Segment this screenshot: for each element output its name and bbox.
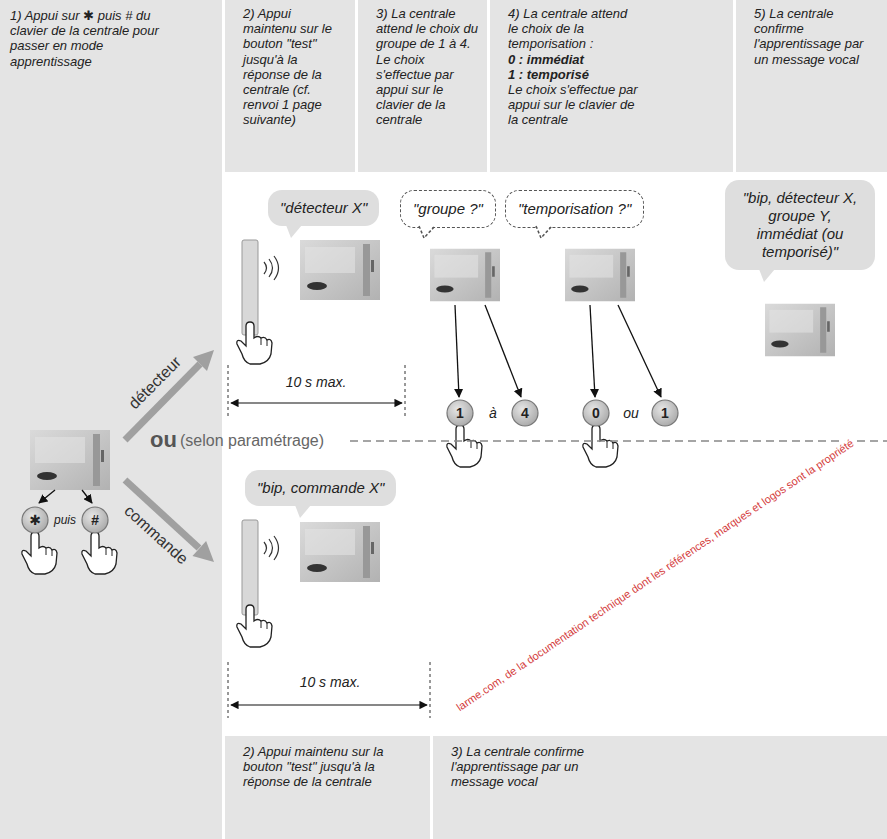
remote-device <box>242 520 258 615</box>
pointer-arrow <box>455 305 459 397</box>
bubble-tail <box>295 506 315 519</box>
step-text: 2) Appui maintenu sur le bouton "test" j… <box>243 6 347 128</box>
keypad-key: 1 <box>651 399 679 427</box>
key-circle-shape <box>82 507 108 533</box>
speech-bubble: "bip, commande X" <box>245 470 396 506</box>
step-text: Le choix s'effectue par appui sur le cla… <box>508 82 640 128</box>
keypad-key: # <box>81 506 109 534</box>
hand <box>237 322 272 364</box>
step-text: 0 : immédiat <box>508 52 640 67</box>
separator-line <box>350 440 887 442</box>
connector-word: ou <box>623 405 639 421</box>
step-footer: 3) La centrale confirme l'apprentissage … <box>433 736 887 839</box>
step-header: 2) Appui maintenu sur le bouton "test" j… <box>225 0 355 172</box>
bubble-tail <box>286 226 306 239</box>
dimension-line <box>231 402 402 403</box>
dimension-tick <box>405 365 406 418</box>
branch-arrowhead <box>193 541 215 562</box>
key-circle-shape <box>447 400 473 426</box>
control-unit <box>30 430 110 490</box>
keypad-key: 4 <box>511 399 539 427</box>
bubble-tail-fill <box>419 224 435 238</box>
bubble-tail <box>419 226 439 239</box>
key-label: 1 <box>661 405 669 421</box>
key-circle-shape <box>652 400 678 426</box>
connector-word: puis <box>54 513 76 527</box>
bubble-tail-fill <box>286 225 302 238</box>
voice-message: "bip, commande X" <box>257 479 384 497</box>
step-text: 1) Appui sur ✱ puis # du clavier de la c… <box>10 8 160 69</box>
control-unit <box>565 249 635 302</box>
step-text: 5) La centrale confirme l'apprentissage … <box>754 6 879 67</box>
keypad-key: 1 <box>446 399 474 427</box>
control-unit <box>300 240 380 300</box>
pointer-arrow <box>82 490 92 503</box>
step-text: 3) La centrale attend le choix du groupe… <box>376 6 479 128</box>
voice-message: "bip, détecteur X, groupe Y, immédiat (o… <box>737 189 863 261</box>
dimension-tick <box>228 365 229 418</box>
hand <box>583 425 618 467</box>
voice-message: "temporisation ?" <box>518 200 631 218</box>
dimension-tick <box>430 662 431 718</box>
detector-device <box>242 240 258 335</box>
speech-bubble: "bip, détecteur X, groupe Y, immédiat (o… <box>725 180 875 270</box>
speech-bubble: "temporisation ?" <box>505 190 644 228</box>
speech-bubble: "détecteur X" <box>268 190 379 226</box>
control-unit <box>430 249 500 302</box>
hand <box>447 425 482 467</box>
dimension-label: 10 s max. <box>300 674 361 690</box>
keypad-key: ✱ <box>21 506 49 534</box>
hand <box>237 605 272 647</box>
bubble-tail-outline <box>536 226 552 238</box>
watermark: larme.com, de la documentation technique… <box>453 436 858 715</box>
key-label: ✱ <box>29 512 41 528</box>
left-panel <box>0 0 222 839</box>
step-header: 5) La centrale confirme l'apprentissage … <box>736 0 887 172</box>
key-circle-shape <box>22 507 48 533</box>
key-label: 1 <box>456 405 464 421</box>
control-unit <box>765 304 835 357</box>
bubble-tail <box>536 226 556 239</box>
key-circle-shape <box>583 400 609 426</box>
key-label: 0 <box>592 405 600 421</box>
step-header: 4) La centrale attend le choix de la tem… <box>490 0 733 172</box>
pointer-arrow <box>618 305 661 397</box>
control-unit <box>300 522 380 582</box>
pointer-arrow <box>39 490 55 503</box>
hand <box>22 532 57 574</box>
step-text: 1 : temporisé <box>508 67 640 82</box>
pointer-arrow <box>485 305 521 397</box>
alternative-note: (selon paramétrage) <box>180 432 324 450</box>
branch-arrowhead <box>193 350 214 371</box>
bubble-tail-fill <box>759 269 775 282</box>
key-label: 4 <box>521 405 529 421</box>
step-header: 3) La centrale attend le choix du groupe… <box>358 0 487 172</box>
key-circle-shape <box>512 400 538 426</box>
dimension-line <box>231 704 427 705</box>
pointer-arrow <box>590 305 595 397</box>
step-panel: 1) Appui sur ✱ puis # du clavier de la c… <box>0 0 222 839</box>
step-text: 2) Appui maintenu sur la bouton "test" j… <box>243 744 393 790</box>
voice-message: "groupe ?" <box>413 200 483 218</box>
dimension-tick <box>228 662 229 718</box>
alternative-word: ou <box>150 427 177 453</box>
voice-message: "détecteur X" <box>280 199 367 217</box>
hand <box>82 532 117 574</box>
speech-bubble: "groupe ?" <box>400 190 496 228</box>
radio-waves <box>264 536 279 560</box>
step-footer: 2) Appui maintenu sur la bouton "test" j… <box>225 736 430 839</box>
step-text: 4) La centrale attend le choix de la tem… <box>508 6 640 52</box>
dimension-label: 10 s max. <box>286 374 347 390</box>
bubble-tail <box>759 270 779 283</box>
keypad-key: 0 <box>582 399 610 427</box>
connector-word: à <box>489 405 497 421</box>
radio-waves <box>264 256 279 280</box>
bubble-tail-fill <box>295 505 311 518</box>
bubble-tail-outline <box>419 226 435 238</box>
key-label: # <box>91 512 99 528</box>
bubble-tail-fill <box>536 224 552 238</box>
step-text: 3) La centrale confirme l'apprentissage … <box>451 744 631 790</box>
